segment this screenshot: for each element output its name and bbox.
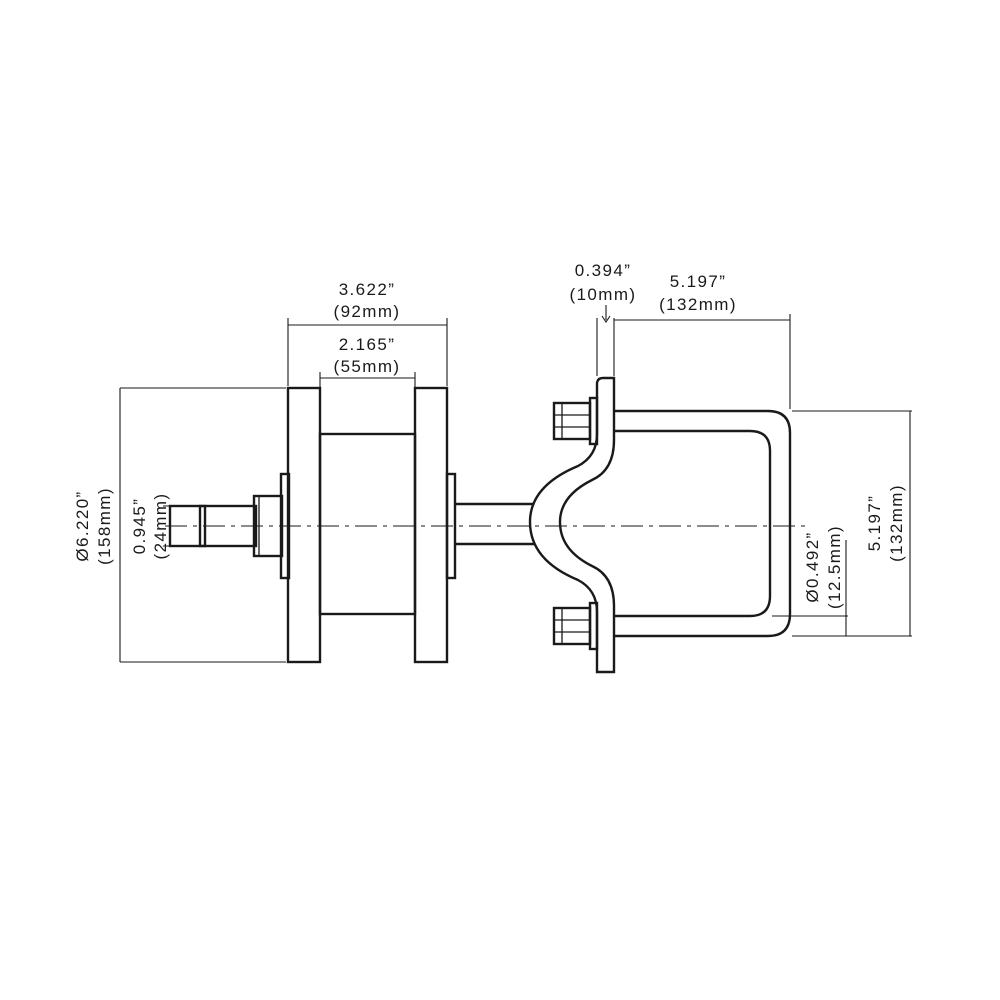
inner-width-label: 2.165”: [339, 335, 396, 354]
bracket-assembly: [528, 376, 792, 674]
top-nut: [552, 401, 592, 441]
rod-diameter-metric: (12.5mm): [825, 525, 844, 609]
left-flange: [286, 386, 322, 664]
u-bolt: [612, 409, 792, 638]
bottom-nut: [552, 606, 592, 646]
bracket-depth-label: 5.197”: [670, 272, 727, 291]
overall-width-metric: (92mm): [334, 302, 401, 321]
dimension-lines: [119, 305, 912, 663]
plate-thickness-metric: (10mm): [570, 285, 637, 304]
shaft-diameter-label: 0.945”: [130, 498, 149, 555]
right-flange: [413, 386, 449, 664]
mounting-plate: [528, 376, 616, 674]
roller-diameter-metric: (158mm): [95, 487, 114, 565]
rod-diameter-label: Ø0.492”: [803, 531, 822, 602]
roller-body: [318, 432, 417, 616]
shaft-diameter-metric: (24mm): [151, 493, 170, 560]
roller-diameter-label: Ø6.220”: [73, 490, 92, 561]
inner-width-metric: (55mm): [334, 357, 401, 376]
bracket-height-label: 5.197”: [865, 495, 884, 552]
dimension-labels: 3.622” (92mm) 2.165” (55mm) 0.394” (10mm…: [73, 261, 906, 609]
bracket-depth-metric: (132mm): [659, 295, 737, 314]
roller-assembly: [168, 386, 538, 664]
overall-width-label: 3.622”: [339, 280, 396, 299]
plate-thickness-label: 0.394”: [575, 261, 632, 280]
bracket-height-metric: (132mm): [887, 484, 906, 562]
